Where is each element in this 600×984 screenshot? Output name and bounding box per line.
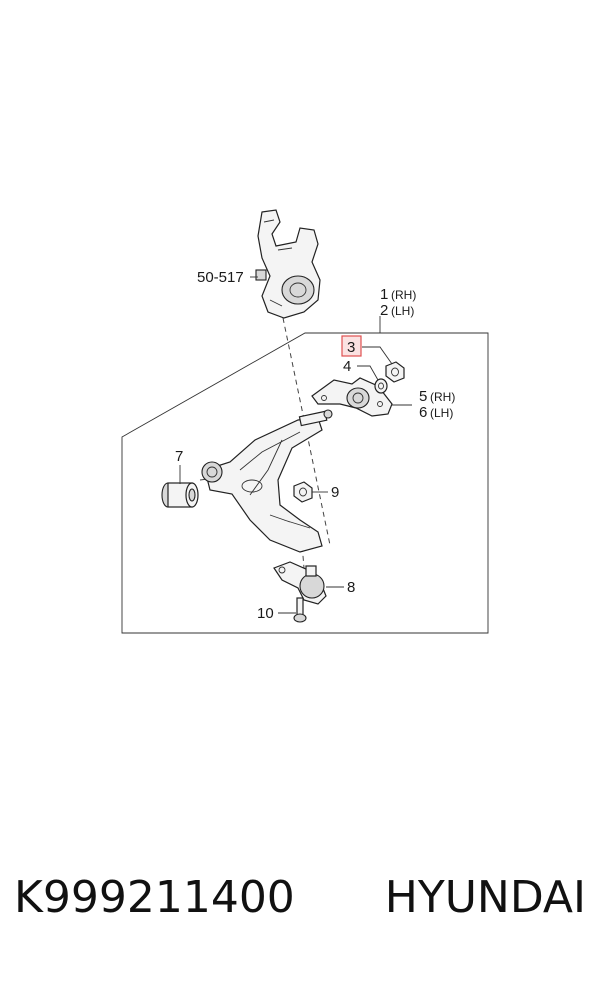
- label-part-1: 1: [380, 286, 388, 303]
- ball-joint: [273, 561, 327, 605]
- label-part-9: 9: [331, 484, 339, 501]
- label-part-6-side: (LH): [430, 406, 453, 420]
- label-part-6: 6: [419, 404, 427, 421]
- leader-4: [357, 365, 379, 381]
- front-bushing: [161, 482, 199, 508]
- label-part-3: 3: [347, 339, 355, 356]
- label-part-2-side: (LH): [391, 304, 414, 318]
- label-part-5: 5: [419, 388, 427, 405]
- caption: K999211400 HYUNDAI: [0, 872, 600, 923]
- nut-part-9: [293, 481, 313, 503]
- control-arm-diagram: 50-517 1 (RH) 2 (LH) 3 4 5 (RH) 6 (LH) 7…: [121, 209, 489, 634]
- highlight-box-part-3: [341, 335, 362, 357]
- label-knuckle-ref: 50-517: [197, 269, 244, 286]
- lower-control-arm: [201, 417, 323, 553]
- nut-part-3: [385, 361, 405, 383]
- label-part-7: 7: [175, 448, 183, 465]
- label-part-5-side: (RH): [430, 390, 455, 404]
- steering-knuckle: [255, 209, 321, 319]
- rear-bushing-bracket: [311, 377, 393, 417]
- label-part-4: 4: [343, 358, 351, 375]
- alignment-line-knuckle: [282, 317, 331, 546]
- washer: [374, 378, 388, 394]
- part-number: K999211400: [14, 872, 295, 923]
- label-part-2: 2: [380, 302, 388, 319]
- label-part-8: 8: [347, 579, 355, 596]
- ball-stud: [298, 409, 333, 427]
- label-part-1-side: (RH): [391, 288, 416, 302]
- leader-3: [362, 346, 393, 365]
- assembly-boundary: [121, 332, 489, 634]
- bolt-part-10: [293, 597, 307, 623]
- brand-name: HYUNDAI: [384, 872, 586, 923]
- label-part-10: 10: [257, 605, 274, 622]
